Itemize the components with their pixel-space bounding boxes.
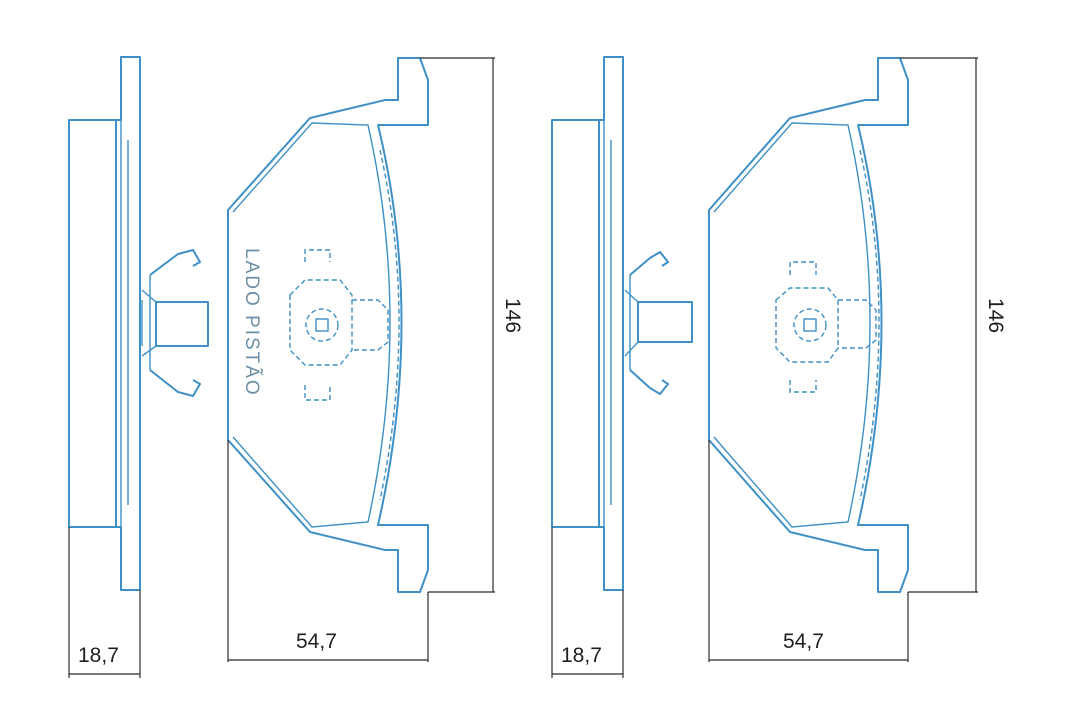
right-wear-edge xyxy=(859,149,880,501)
left-clip-hole-hidden xyxy=(289,249,389,401)
right-front-view xyxy=(708,57,909,593)
left-width-dim xyxy=(227,440,429,662)
left-side-friction xyxy=(68,119,117,528)
left-clip-legs xyxy=(141,275,157,370)
right-height-label: 146 xyxy=(984,298,1007,333)
left-height-extension xyxy=(420,57,495,593)
right-friction-outline xyxy=(713,122,871,528)
right-dimensions: 146 54,7 18,7 xyxy=(551,57,1007,678)
right-clip-top-wire xyxy=(629,251,669,276)
right-pad-set: 146 54,7 18,7 xyxy=(551,56,1007,678)
side-label: LADO PISTÃO xyxy=(241,248,263,397)
left-clip-top-wire xyxy=(149,249,201,276)
left-thickness-dim xyxy=(68,527,141,678)
left-spring-clip xyxy=(141,249,209,397)
right-width-label: 54,7 xyxy=(783,630,824,653)
left-side-view xyxy=(68,56,141,591)
right-thickness-label: 18,7 xyxy=(561,644,602,667)
left-pad-set: LADO PISTÃO 146 54,7 18,7 xyxy=(68,56,524,678)
right-spring-clip xyxy=(624,251,693,395)
left-backplate-outline xyxy=(227,57,429,593)
left-wear-edge xyxy=(379,149,400,501)
left-clip-body xyxy=(155,301,209,347)
left-thickness-label: 18,7 xyxy=(78,644,119,667)
left-front-view: LADO PISTÃO xyxy=(227,57,429,593)
left-friction-outline xyxy=(232,122,391,528)
right-backplate-outline xyxy=(708,57,909,593)
right-clip-legs xyxy=(624,275,639,370)
right-thickness-dim xyxy=(551,527,624,678)
right-width-dim xyxy=(708,440,909,662)
right-side-view xyxy=(551,56,624,591)
right-side-friction xyxy=(551,119,600,528)
right-clip-body xyxy=(637,301,693,343)
left-clip-bottom-wire xyxy=(149,369,201,397)
left-width-label: 54,7 xyxy=(296,630,337,653)
right-clip-bottom-wire xyxy=(629,369,669,395)
left-dimensions: 146 54,7 18,7 xyxy=(68,57,524,678)
right-clip-hole-hidden xyxy=(775,261,877,393)
left-height-label: 146 xyxy=(501,298,524,333)
right-height-extension xyxy=(900,57,978,593)
